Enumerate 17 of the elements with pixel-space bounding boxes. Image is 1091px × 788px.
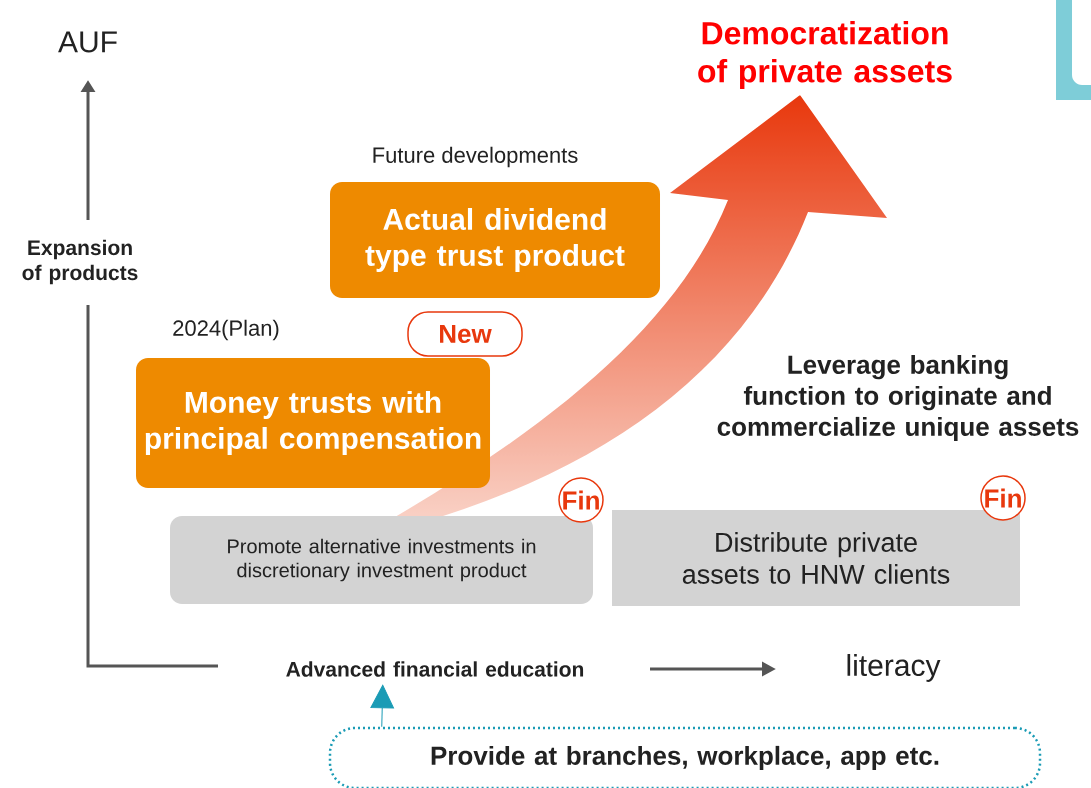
arrow [370, 684, 395, 728]
axis-label: Expansion of products [22, 239, 138, 285]
axis-label: AUF [58, 31, 117, 53]
fin-badge: Fin [558, 477, 604, 523]
new-badge: New [407, 311, 523, 357]
fin-badge: Fin [980, 475, 1026, 521]
note-text: Leverage banking function to originate and commercialize unique assets [717, 354, 1079, 442]
initiative-box: Distribute private assets to HNW clients [612, 510, 1020, 606]
initiative-box: Promote alternative investments in discretionary investment product [170, 516, 593, 604]
channel-box: Provide at branches, workplace, app etc. [328, 726, 1042, 788]
axis-caption: Advanced financial education [286, 661, 584, 677]
title: Democratization of private assets [698, 21, 952, 89]
axis-label: literacy [847, 654, 941, 682]
caption-text: Future developments [373, 146, 578, 168]
product-box: Money trusts with principal compensation [136, 358, 490, 488]
product-box: Actual dividend type trust product [330, 182, 660, 298]
caption-text: 2024(Plan) [173, 319, 279, 341]
